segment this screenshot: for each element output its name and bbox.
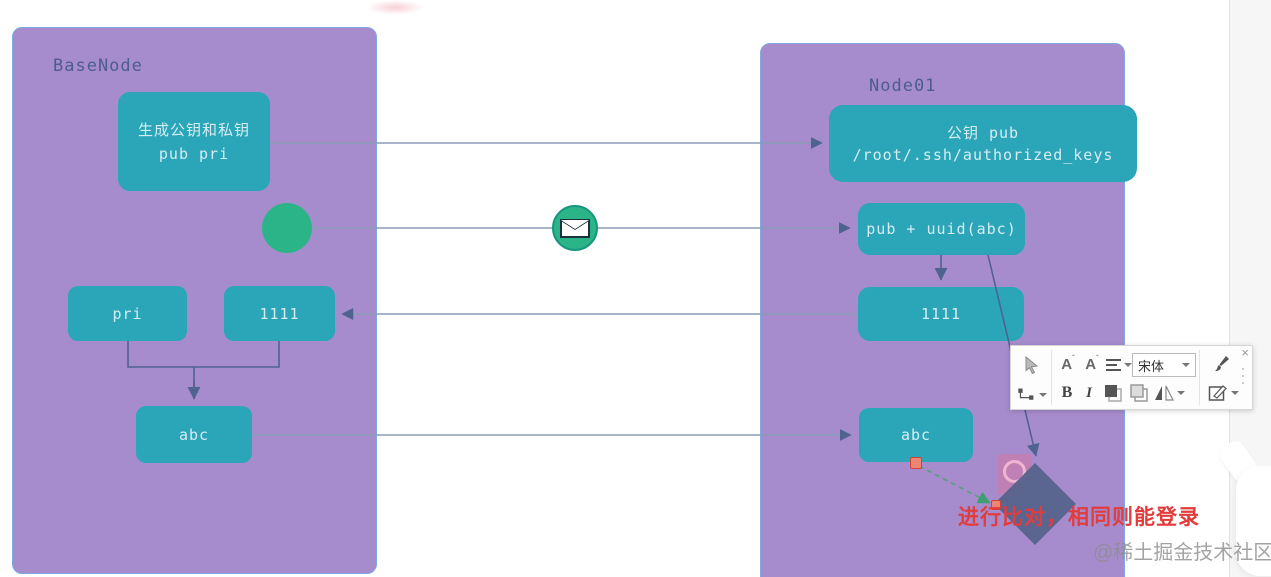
node-authorized-keys-line1: 公钥 pub: [946, 123, 1020, 142]
vertical-divider-line: [1229, 0, 1230, 577]
dropdown-caret: [1176, 391, 1185, 395]
font-decrease-label: A: [1085, 355, 1097, 373]
edit-style-button[interactable]: [1207, 382, 1239, 404]
italic-label: I: [1086, 384, 1092, 401]
mail-transfer-badge[interactable]: [552, 205, 598, 251]
node-pub-uuid[interactable]: pub + uuid(abc): [858, 203, 1025, 255]
connector-endpoint-handle[interactable]: [991, 500, 1001, 510]
format-painter-icon[interactable]: [1209, 352, 1233, 376]
font-family-select[interactable]: 宋体: [1132, 353, 1196, 377]
node-1111-right[interactable]: 1111: [858, 287, 1024, 341]
community-watermark: @稀土掘金技术社区: [1093, 542, 1271, 564]
node-generate-keys-line1: 生成公钥和私钥: [137, 120, 250, 139]
toolbar-close-icon[interactable]: ×: [1241, 345, 1249, 360]
node-abc-left[interactable]: abc: [136, 406, 252, 463]
node-abc-right-label: abc: [900, 426, 932, 444]
node-pri-label: pri: [112, 304, 143, 323]
node-authorized-keys[interactable]: 公钥 pub /root/.ssh/authorized_keys: [829, 105, 1137, 182]
fill-color-icon[interactable]: [1101, 382, 1125, 404]
toolbar-drag-handle[interactable]: [1242, 368, 1244, 384]
node-1111-left-label: 1111: [259, 304, 300, 323]
connector-style-icon[interactable]: [1017, 384, 1047, 406]
node-pub-uuid-label: pub + uuid(abc): [866, 220, 1017, 238]
node-abc-left-label: abc: [178, 425, 210, 444]
bold-label: B: [1061, 384, 1073, 401]
node01-title: Node01: [869, 76, 937, 96]
node-abc-right[interactable]: abc: [859, 408, 973, 462]
compare-annotation: 进行比对，相同则能登录: [958, 505, 1200, 529]
node-pri[interactable]: pri: [68, 286, 187, 341]
node-1111-right-label: 1111: [920, 305, 962, 323]
toolbar-divider: [1199, 350, 1200, 405]
green-source-dot[interactable]: [262, 203, 312, 253]
align-lines-icon: [1106, 359, 1121, 371]
dropdown-caret: [1124, 363, 1132, 367]
dropdown-caret: [1230, 391, 1239, 395]
bold-button[interactable]: B: [1058, 382, 1076, 404]
text-align-button[interactable]: [1106, 356, 1132, 374]
node-generate-keys[interactable]: 生成公钥和私钥 pub pri: [118, 92, 270, 191]
connector-endpoint-handle[interactable]: [910, 457, 922, 469]
reaction-sticker-body: [1236, 466, 1271, 576]
node-generate-keys-line2: pub pri: [158, 144, 230, 163]
toolbar-divider: [1051, 350, 1052, 405]
red-smudge-mark: [366, 0, 424, 15]
basenode-title: BaseNode: [53, 56, 143, 76]
font-increase-label: A: [1061, 355, 1073, 373]
node-authorized-keys-line2: /root/.ssh/authorized_keys: [852, 145, 1114, 164]
flip-mirror-button[interactable]: [1153, 382, 1185, 404]
dropdown-caret: [1039, 393, 1047, 397]
select-cursor-icon[interactable]: [1021, 354, 1043, 376]
dropdown-caret: [1182, 363, 1190, 367]
node-1111-left[interactable]: 1111: [224, 286, 335, 341]
copy-style-icon[interactable]: [1127, 382, 1151, 404]
italic-button[interactable]: I: [1081, 382, 1097, 404]
font-family-value: 宋体: [1138, 358, 1165, 374]
envelope-icon: [560, 218, 590, 238]
